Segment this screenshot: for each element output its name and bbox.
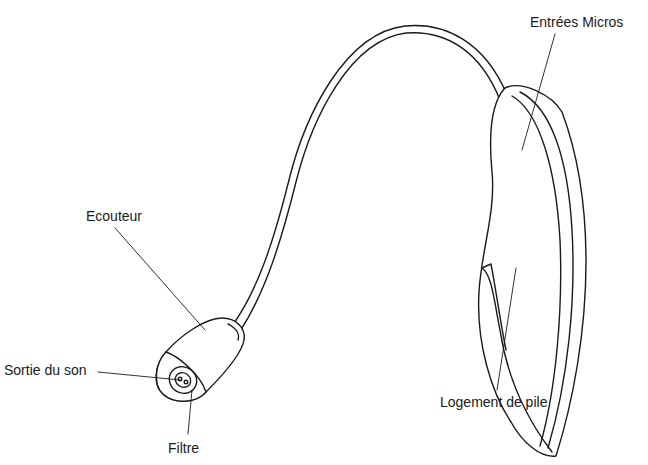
part-label: Filtre [168, 440, 199, 456]
battery-door [482, 264, 506, 350]
receiver-body [156, 318, 244, 401]
receiver-tip [164, 361, 202, 398]
part-label: Sortie du son [4, 362, 87, 378]
leader-line [497, 268, 516, 390]
leader-line [115, 228, 205, 330]
sound-tube [232, 26, 507, 326]
receiver-face [156, 352, 206, 401]
leader-line [188, 390, 192, 434]
sound-tube [240, 33, 500, 331]
tube-connector [228, 324, 239, 340]
leader-line [522, 34, 555, 150]
part-label: Logement de pile [440, 394, 547, 410]
battery-door [482, 268, 552, 452]
microphone-strip [512, 96, 561, 446]
sound-outlet [184, 380, 188, 384]
part-label: Entrées Micros [530, 14, 623, 30]
leader-line [98, 372, 180, 380]
part-label: Ecouteur [86, 208, 142, 224]
